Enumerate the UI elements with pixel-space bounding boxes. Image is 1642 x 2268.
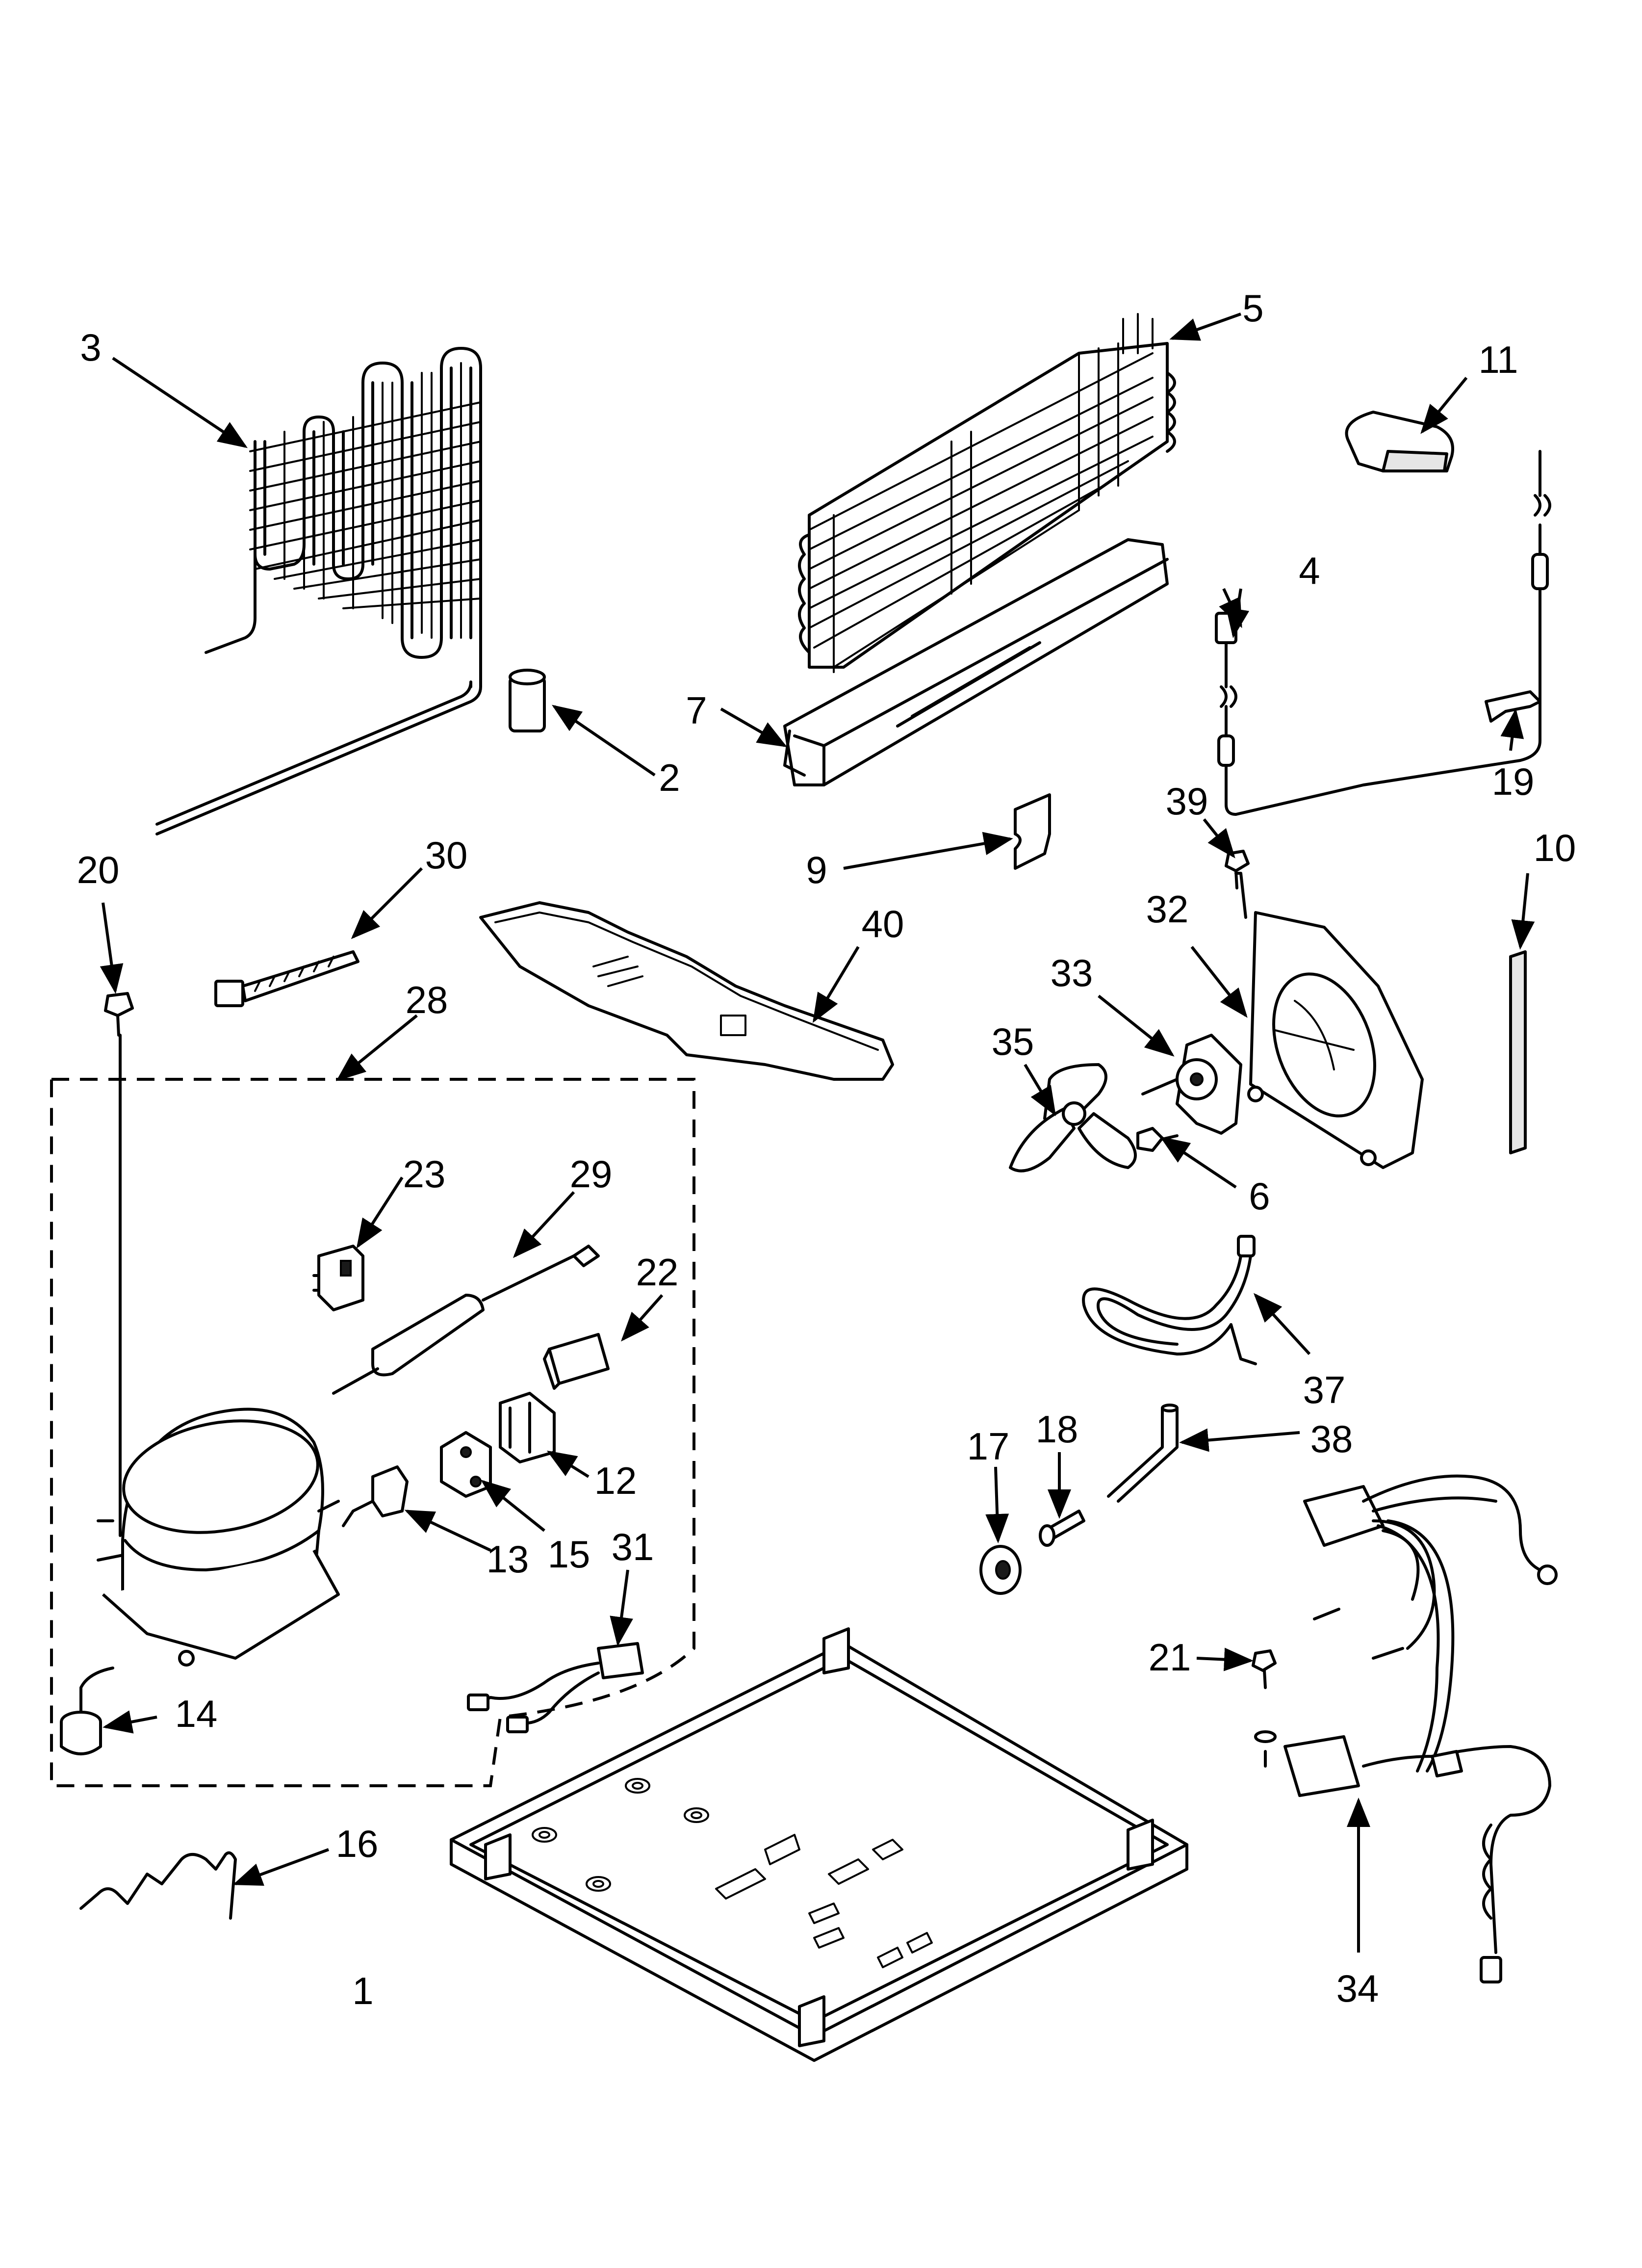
fan-shroud [1234, 872, 1424, 1169]
callout-4: 4 [1299, 549, 1320, 592]
callout-11: 11 [1479, 338, 1518, 381]
small-cylinder [509, 669, 546, 732]
callout-40: 40 [862, 902, 904, 945]
callout-1: 1 [352, 1969, 373, 2012]
vent-cover [1345, 411, 1454, 472]
callout-2: 2 [659, 756, 680, 799]
gasket-strip [1509, 950, 1527, 1154]
callout-17: 17 [967, 1425, 1010, 1468]
callout-5: 5 [1242, 287, 1263, 330]
roller-axle [1039, 1510, 1085, 1547]
callout-28: 28 [406, 978, 448, 1021]
drain-hose [1082, 1235, 1257, 1365]
screw-6 [1136, 1127, 1179, 1152]
callout-22: 22 [636, 1251, 679, 1294]
callout-23: 23 [403, 1152, 446, 1196]
callout-6: 6 [1249, 1174, 1270, 1218]
drain-tube [1107, 1404, 1179, 1503]
callout-12: 12 [594, 1459, 637, 1502]
callout-31: 31 [612, 1525, 654, 1568]
callout-37: 37 [1303, 1368, 1346, 1411]
callout-10: 10 [1534, 826, 1576, 869]
callout-29: 29 [570, 1152, 613, 1196]
callout-3: 3 [80, 326, 101, 369]
drain-pan [479, 901, 894, 1081]
callout-32: 32 [1146, 887, 1189, 931]
relay-23 [312, 1245, 364, 1311]
mounting-bracket [1014, 793, 1051, 870]
condenser-coil [155, 347, 482, 835]
callout-21: 21 [1149, 1636, 1191, 1679]
cord-31 [467, 1642, 644, 1733]
compressor-kit-group [50, 1078, 695, 1787]
fan-blade [1009, 1063, 1137, 1173]
callout-35: 35 [992, 1020, 1034, 1063]
callout-18: 18 [1036, 1408, 1078, 1451]
leader-lines [100, 313, 1535, 1953]
wiring-harness [1283, 1474, 1558, 1983]
capillary-tube [332, 1245, 600, 1395]
cable-tie [214, 950, 359, 1007]
callout-39: 39 [1166, 780, 1208, 823]
protector-15 [440, 1431, 492, 1498]
fan-motor [1141, 1034, 1242, 1135]
callout-19: 19 [1492, 760, 1535, 803]
evaporator-coil [798, 313, 1176, 673]
callout-30: 30 [425, 834, 468, 877]
overload-22 [543, 1333, 610, 1390]
callout-13: 13 [487, 1538, 529, 1581]
callout-20: 20 [77, 848, 120, 891]
callout-16: 16 [336, 1822, 379, 1865]
terminal-13 [342, 1465, 409, 1527]
drain-trough [783, 538, 1169, 786]
wire-clip [1485, 690, 1541, 723]
callout-7: 7 [686, 689, 707, 732]
screw-20 [104, 992, 134, 1037]
compressor [97, 1034, 340, 1667]
callout-33: 33 [1051, 951, 1093, 994]
callout-14: 14 [175, 1692, 218, 1735]
base-frame [450, 1627, 1188, 2062]
screw-21 [1252, 1649, 1277, 1768]
callout-15: 15 [548, 1533, 590, 1576]
callout-9: 9 [806, 848, 827, 891]
callout-38: 38 [1310, 1417, 1353, 1460]
callout-34: 34 [1336, 1967, 1379, 2010]
relay-12 [499, 1392, 556, 1463]
roller-wheel [979, 1545, 1022, 1595]
screw-39 [1225, 850, 1250, 889]
retainer-wire [79, 1851, 237, 1920]
callout-labels: 1 2 3 4 5 6 7 9 10 11 12 13 14 15 16 17 … [77, 287, 1576, 2012]
grommet-14 [60, 1667, 114, 1755]
